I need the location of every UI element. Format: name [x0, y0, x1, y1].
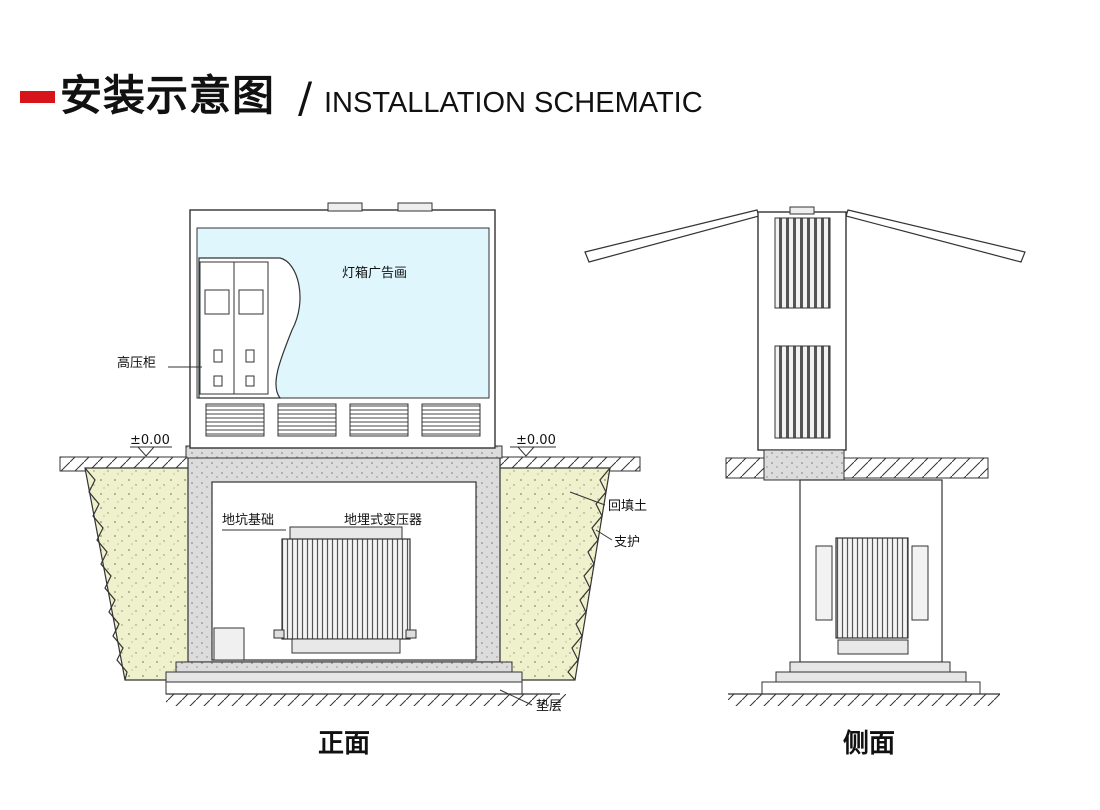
side-base-step-1	[789, 661, 951, 673]
cushion-layer	[165, 671, 523, 683]
side-roof-vent	[789, 206, 815, 215]
bottom-slab	[175, 661, 513, 673]
label-buried-transformer: 地埋式变压器	[344, 512, 422, 528]
left-wing-panel	[584, 209, 760, 263]
title-chinese: 安装示意图	[60, 71, 276, 120]
support-right	[567, 467, 611, 681]
label-support: 支护	[614, 535, 640, 550]
ground-below	[166, 694, 566, 706]
side-ground-below	[728, 694, 1000, 706]
side-base-step-3	[761, 681, 981, 695]
label-level-left: ±0.00	[130, 433, 170, 448]
right-wing-panel	[845, 209, 1026, 263]
support-leader	[595, 529, 613, 541]
buried-transformer	[273, 526, 417, 654]
label-hv-cabinet: 高压柜	[117, 355, 156, 371]
title-separator: /	[298, 73, 313, 122]
label-level-right: ±0.00	[516, 433, 556, 448]
roof-vent-right	[397, 202, 433, 212]
junction-box	[213, 627, 245, 661]
side-vent-lower	[774, 345, 831, 439]
cushion-base	[165, 681, 523, 695]
label-backfill: 回填土	[608, 499, 647, 514]
label-foundation-pit: 地坑基础	[222, 513, 274, 528]
title-english: INSTALLATION SCHEMATIC	[324, 87, 703, 119]
backfill-leader	[569, 491, 606, 506]
front-louvers	[205, 403, 481, 437]
side-top-slab	[763, 449, 845, 481]
caption-side: 侧面	[843, 729, 895, 759]
level-marker-left	[130, 446, 172, 457]
label-lightbox: 灯箱广告画	[342, 265, 407, 281]
level-marker-right	[510, 446, 556, 457]
label-cushion: 垫层	[536, 698, 562, 714]
side-base-step-2	[775, 671, 967, 683]
roof-vent-left	[327, 202, 363, 212]
caption-front: 正面	[318, 729, 370, 759]
support-left	[84, 467, 128, 681]
page-header: 安装示意图 / INSTALLATION SCHEMATIC	[0, 0, 1100, 140]
side-transformer	[815, 537, 929, 655]
hv-switchgear	[199, 261, 269, 395]
side-view: 侧面	[584, 206, 1026, 759]
accent-bar	[20, 91, 55, 103]
side-vent-upper	[774, 217, 831, 309]
cushion-leader	[499, 689, 533, 706]
front-view: 灯箱广告画 高压柜 ±0.00 ±0.00 地坑基础 地埋式变压器 回填土 支护…	[59, 202, 647, 759]
